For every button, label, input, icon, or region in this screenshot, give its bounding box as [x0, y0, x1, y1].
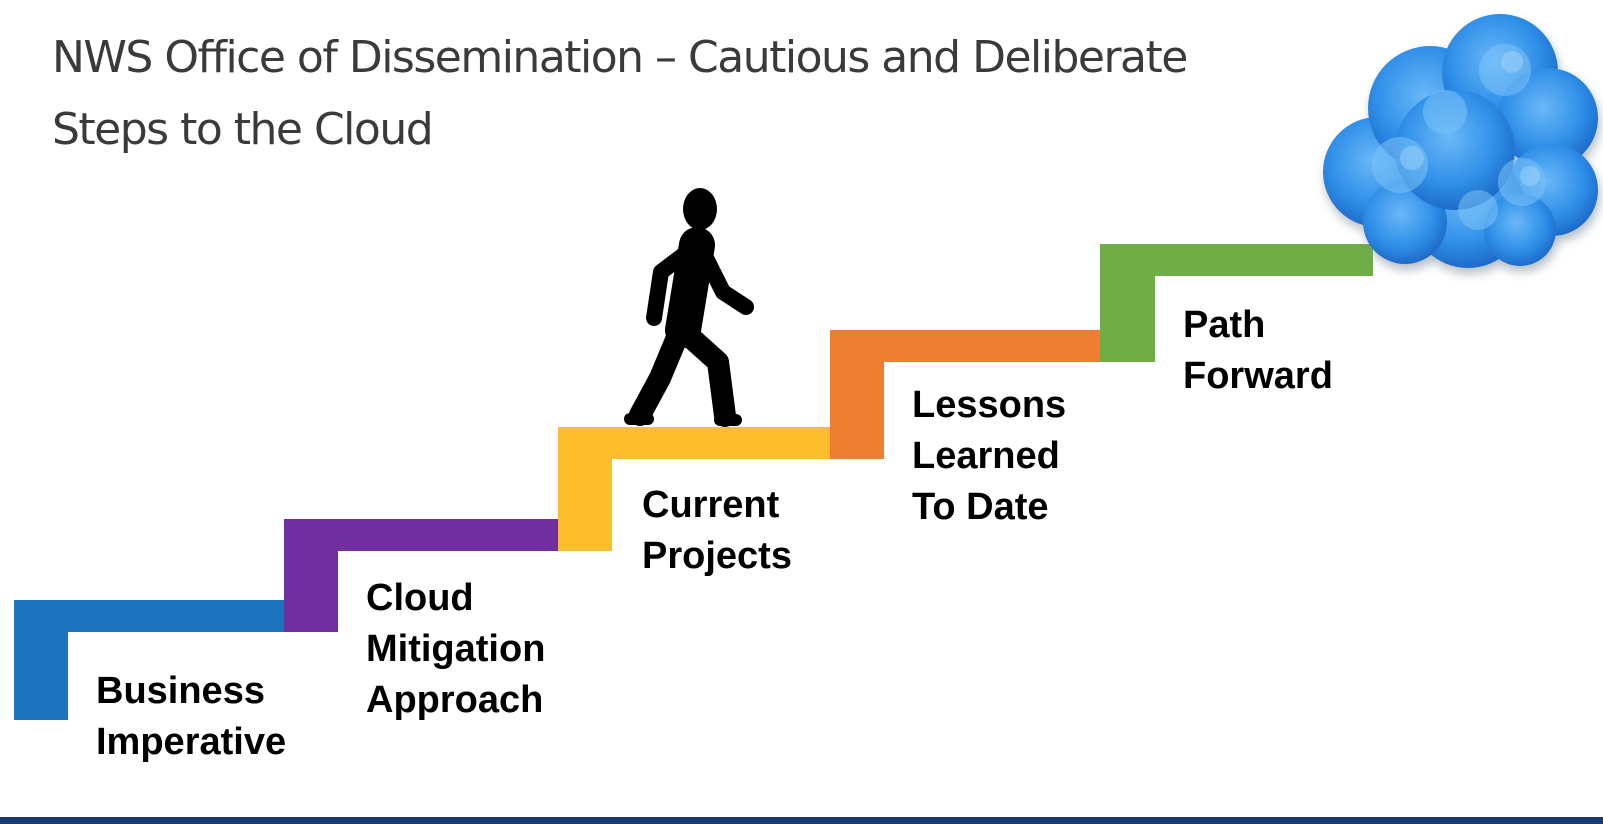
footer-bar [0, 817, 1603, 824]
page-title-line-1: NWS Office of Dissemination – Cautious a… [52, 32, 1188, 83]
step-label-current-projects: Current Projects [642, 484, 792, 577]
step-label-business-imperative: Business Imperative [96, 670, 287, 763]
step-label-cloud-mitigation-approach: Cloud Mitigation Approach [366, 577, 546, 721]
step-3-bar [558, 427, 830, 551]
walking-person-icon [624, 188, 754, 427]
step-1-bar [14, 600, 284, 720]
page-title-line-2: Steps to the Cloud [52, 104, 434, 155]
step-4-bar [830, 330, 1100, 459]
step-2-bar [284, 519, 558, 632]
step-5-bar [1100, 244, 1373, 362]
step-label-path-forward: Path Forward [1183, 304, 1333, 397]
step-label-lessons-learned: Lessons Learned To Date [912, 384, 1067, 528]
cloud-icon [1323, 14, 1598, 268]
page-title: NWS Office of Dissemination – Cautious a… [52, 22, 1302, 166]
